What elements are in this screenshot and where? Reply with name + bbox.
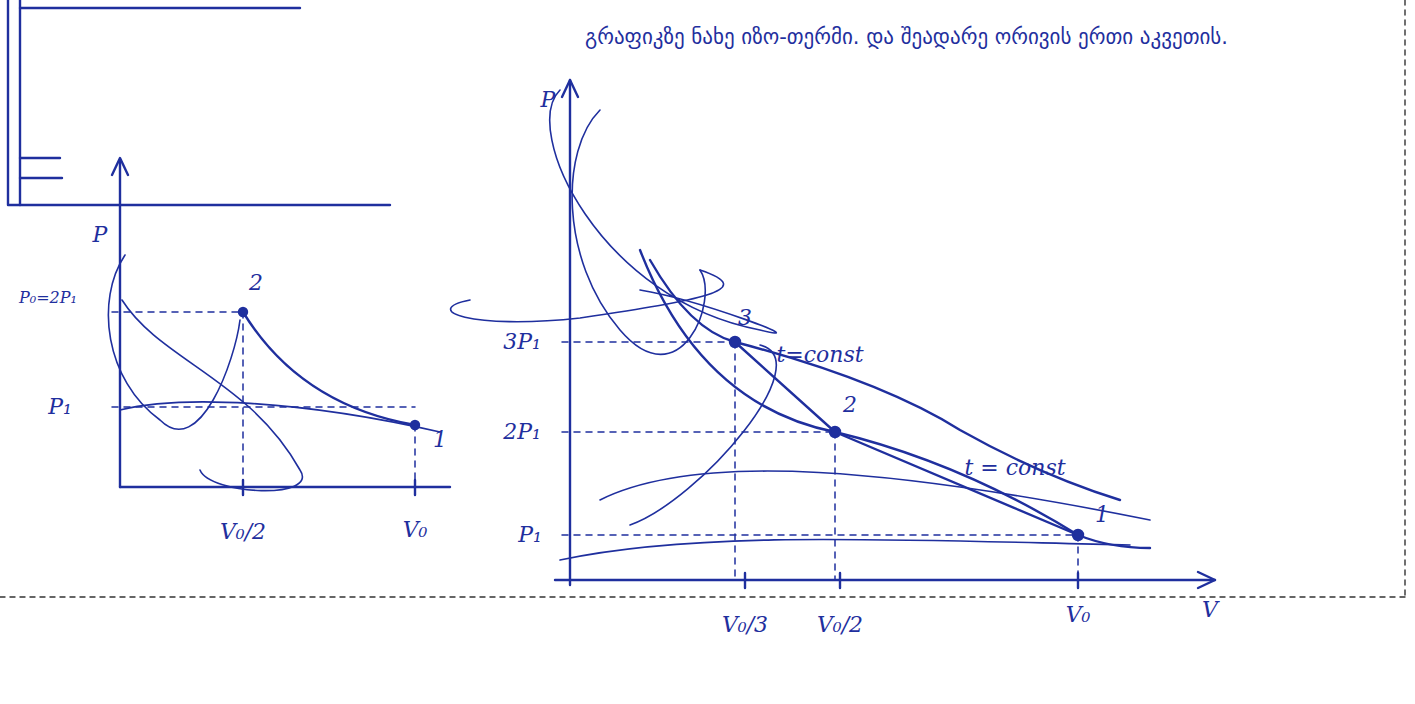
axis-label: P xyxy=(93,223,108,247)
tick-label: P₁ xyxy=(48,395,72,419)
note-text: გრაფიკზე ნახე იზო-თერმი. და შეადარე ორივ… xyxy=(585,22,1365,52)
tick-label: V₀ xyxy=(403,518,428,542)
point-number: 2 xyxy=(249,271,263,295)
axis-label: V xyxy=(1202,598,1218,622)
tick-label: 3P₁ xyxy=(503,330,541,354)
tick-label: V₀/2 xyxy=(817,613,863,637)
tick-label: V₀/2 xyxy=(220,520,266,544)
tick-label: P₁ xyxy=(518,523,542,547)
tick-label: V₀ xyxy=(1066,603,1091,627)
axis-label: P xyxy=(541,88,556,112)
curve-label: t = const xyxy=(964,456,1065,480)
point-number: 3 xyxy=(738,306,752,330)
curve-label: t=const xyxy=(776,343,863,367)
point-number: 1 xyxy=(1095,503,1109,527)
tick-label: 2P₁ xyxy=(503,420,541,444)
point-number: 2 xyxy=(843,393,857,417)
tick-label: P₀=2P₁ xyxy=(19,289,77,307)
point-number: 1 xyxy=(433,428,447,452)
tick-label: V₀/3 xyxy=(722,613,768,637)
